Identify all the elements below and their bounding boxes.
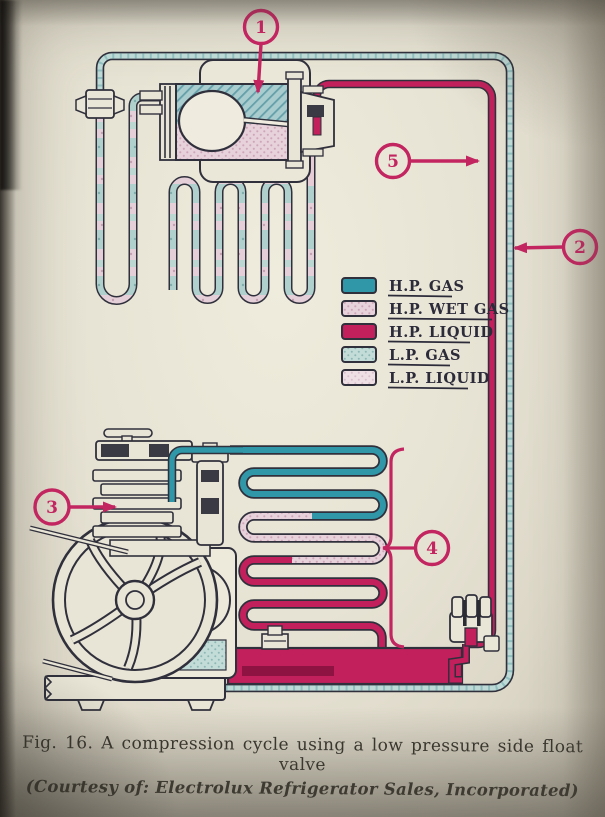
float-ball [177, 89, 247, 153]
callout-2-arrow [513, 242, 564, 254]
legend-label: H.P. WET GAS [389, 301, 510, 318]
compressor-foot [186, 699, 216, 711]
callout-1-arrow [253, 43, 265, 94]
flare-fitting [483, 635, 500, 652]
needle-valve [300, 85, 335, 157]
legend-label: H.P. GAS [389, 278, 464, 295]
cylinder-fins [92, 469, 211, 557]
left-riser-pipe [75, 89, 162, 305]
liquid-receiver [226, 594, 500, 686]
legend-row: H.P. LIQUID [341, 323, 493, 344]
chamber-flange [287, 77, 302, 163]
condenser-gas-section [230, 447, 386, 519]
legend-row: H.P. WET GAS [341, 300, 510, 321]
legend-row: H.P. GAS [341, 277, 464, 298]
callout-3: 3 [33, 488, 117, 526]
callout-1-number: 1 [255, 18, 267, 38]
callout-5: 5 [374, 142, 480, 180]
legend-swatch-lp-liquid [341, 369, 377, 386]
drier-valve-unit [448, 594, 500, 684]
callout-4: 4 [382, 447, 451, 649]
callout-2: 2 [513, 228, 599, 266]
condenser-coil [230, 445, 388, 656]
callout-1: 1 [242, 8, 280, 94]
pipe-fitting [75, 89, 125, 119]
chamber-inlet-stubs [139, 90, 163, 115]
legend-label: H.P. LIQUID [389, 324, 493, 341]
legend: H.P. GAS H.P. WET GAS H.P. LIQUID L.P. G… [341, 277, 510, 390]
callout-2-number: 2 [574, 238, 586, 258]
legend-row: L.P. GAS [341, 346, 461, 367]
legend-swatch-lp-gas [341, 346, 377, 363]
flywheel [51, 516, 219, 684]
discharge-shutoff-valve [95, 428, 193, 461]
float-valve-chamber [139, 59, 335, 183]
condenser-liquid-section [240, 557, 386, 656]
discharge-pipe [167, 445, 243, 502]
legend-label: L.P. LIQUID [389, 370, 490, 387]
callout-4-number: 4 [426, 539, 438, 559]
caption-line-1: Fig. 16. A compression cycle using a low… [22, 732, 584, 776]
legend-swatch-hp-gas [341, 277, 377, 294]
receiver-valve [261, 625, 289, 650]
support-rods [29, 525, 129, 682]
suction-valve [191, 442, 229, 546]
callout-3-number: 3 [46, 498, 58, 518]
receiver-shadow [242, 666, 334, 676]
condenser-wet-gas-section [240, 513, 386, 563]
figure-caption: Fig. 16. A compression cycle using a low… [0, 733, 605, 801]
legend-label: L.P. GAS [389, 347, 461, 364]
compressor-foot [76, 699, 106, 711]
legend-row: L.P. LIQUID [341, 369, 490, 390]
legend-swatch-hp-liquid [341, 323, 377, 340]
callout-4-brace [382, 447, 405, 649]
legend-swatch-hp-wet-gas [341, 300, 377, 317]
compressor [29, 428, 243, 711]
callout-5-number: 5 [387, 152, 399, 172]
flywheel-hub [114, 579, 156, 621]
